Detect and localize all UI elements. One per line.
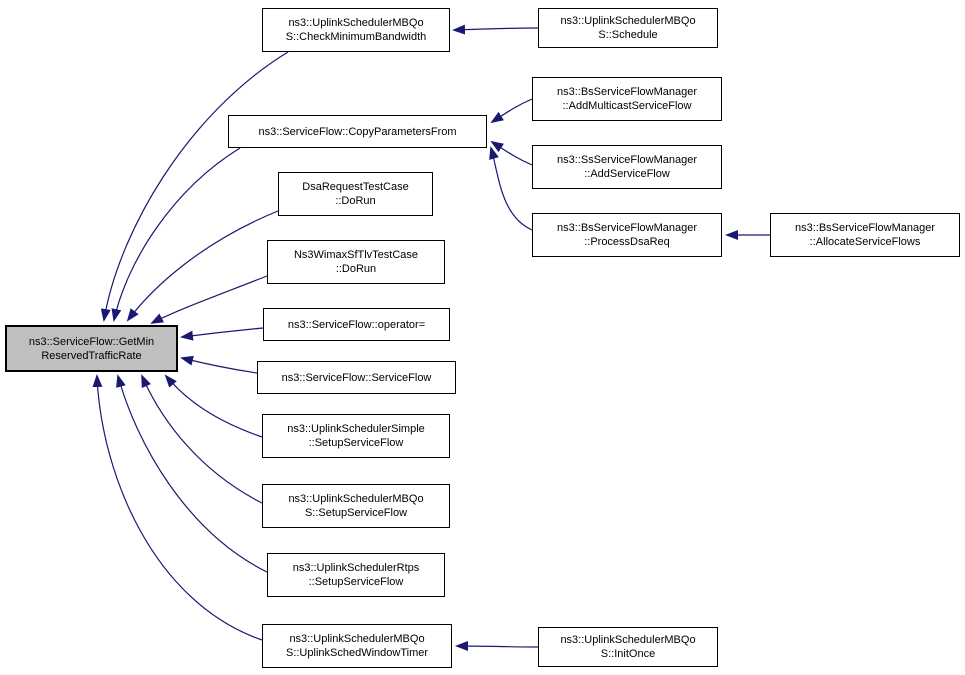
edge-initonce-to-windowtimer [455, 641, 539, 652]
edge-rtps-to-getmin [116, 374, 268, 573]
graph-node-copy[interactable]: ns3::ServiceFlow::CopyParametersFrom [228, 115, 487, 148]
edge-wimaxrun-to-getmin [150, 275, 268, 324]
graph-node-label: S::CheckMinimumBandwidth [285, 31, 427, 43]
edge-simple-to-getmin [164, 374, 263, 438]
graph-node-label: ns3::SsServiceFlowManager [556, 154, 697, 166]
graph-node-label: ::AddMulticastServiceFlow [562, 100, 692, 112]
edge-addssflow-to-copy [490, 140, 533, 166]
graph-node-label: ::DoRun [335, 263, 377, 275]
edge-windowtimer-to-getmin [92, 374, 263, 641]
graph-node-label: ns3::UplinkSchedulerRtps [292, 562, 420, 574]
graph-node-label: ns3::BsServiceFlowManager [794, 222, 935, 234]
graph-node-addmulticast[interactable]: ns3::BsServiceFlowManager::AddMulticastS… [532, 77, 722, 121]
graph-node-simple[interactable]: ns3::UplinkSchedulerSimple::SetupService… [262, 414, 450, 458]
edge-dsarun-to-getmin [126, 210, 279, 322]
graph-node-label: ns3::BsServiceFlowManager [556, 222, 697, 234]
graph-node-addssflow[interactable]: ns3::SsServiceFlowManager::AddServiceFlo… [532, 145, 722, 189]
graph-node-label: ns3::UplinkSchedulerMBQo [289, 633, 425, 645]
graph-node-label: ::AllocateServiceFlows [809, 236, 921, 248]
graph-node-label: ::SetupServiceFlow [308, 576, 404, 588]
graph-node-label: ns3::ServiceFlow::operator= [287, 318, 426, 331]
graph-node-label: ns3::UplinkSchedulerSimple [287, 423, 425, 435]
edge-processdsa-to-copy [489, 146, 533, 231]
graph-node-label: ns3::UplinkSchedulerMBQo [288, 493, 424, 505]
graph-node-processdsa[interactable]: ns3::BsServiceFlowManager::ProcessDsaReq [532, 213, 722, 257]
graph-node-opassign[interactable]: ns3::ServiceFlow::operator= [263, 308, 450, 341]
edge-opassign-to-getmin [180, 327, 264, 341]
graph-node-label: ns3::ServiceFlow::GetMin [28, 335, 155, 348]
graph-node-allocate[interactable]: ns3::BsServiceFlowManager::AllocateServi… [770, 213, 960, 257]
edge-addmulticast-to-copy [490, 98, 533, 124]
graph-node-sfctor[interactable]: ns3::ServiceFlow::ServiceFlow [257, 361, 456, 394]
graph-node-label: ns3::UplinkSchedulerMBQo [560, 15, 696, 27]
graph-node-label: ::AddServiceFlow [584, 168, 670, 180]
graph-node-label: ns3::UplinkSchedulerMBQo [288, 17, 424, 29]
graph-node-label: Ns3WimaxSfTlvTestCase [293, 249, 419, 261]
graph-node-label: ::DoRun [335, 195, 376, 207]
edge-sfctor-to-getmin [180, 355, 258, 374]
graph-node-label: S::InitOnce [600, 648, 656, 660]
graph-node-label: ns3::ServiceFlow::CopyParametersFrom [258, 125, 457, 138]
graph-node-label: ReservedTrafficRate [41, 349, 142, 362]
edge-copy-to-getmin [111, 147, 241, 322]
edge-mbqsetup-to-getmin [141, 374, 263, 504]
graph-node-dsarun[interactable]: DsaRequestTestCase::DoRun [278, 172, 433, 216]
graph-node-wimaxrun[interactable]: Ns3WimaxSfTlvTestCase::DoRun [267, 240, 445, 284]
graph-node-label: S::UplinkSchedWindowTimer [285, 647, 429, 659]
graph-node-label: ::ProcessDsaReq [584, 236, 670, 248]
graph-node-label: S::Schedule [598, 29, 658, 41]
graph-node-rtps[interactable]: ns3::UplinkSchedulerRtps::SetupServiceFl… [267, 553, 445, 597]
graph-node-label: ns3::BsServiceFlowManager [556, 86, 697, 98]
graph-node-label: ns3::ServiceFlow::ServiceFlow [281, 371, 432, 384]
edge-check-to-getmin [100, 51, 289, 322]
graph-node-label: ::SetupServiceFlow [308, 437, 404, 449]
graph-node-label: ns3::UplinkSchedulerMBQo [560, 634, 696, 646]
graph-node-label: DsaRequestTestCase [302, 181, 409, 193]
edge-schedule-to-check [452, 24, 539, 35]
graph-node-label: S::SetupServiceFlow [304, 507, 408, 519]
